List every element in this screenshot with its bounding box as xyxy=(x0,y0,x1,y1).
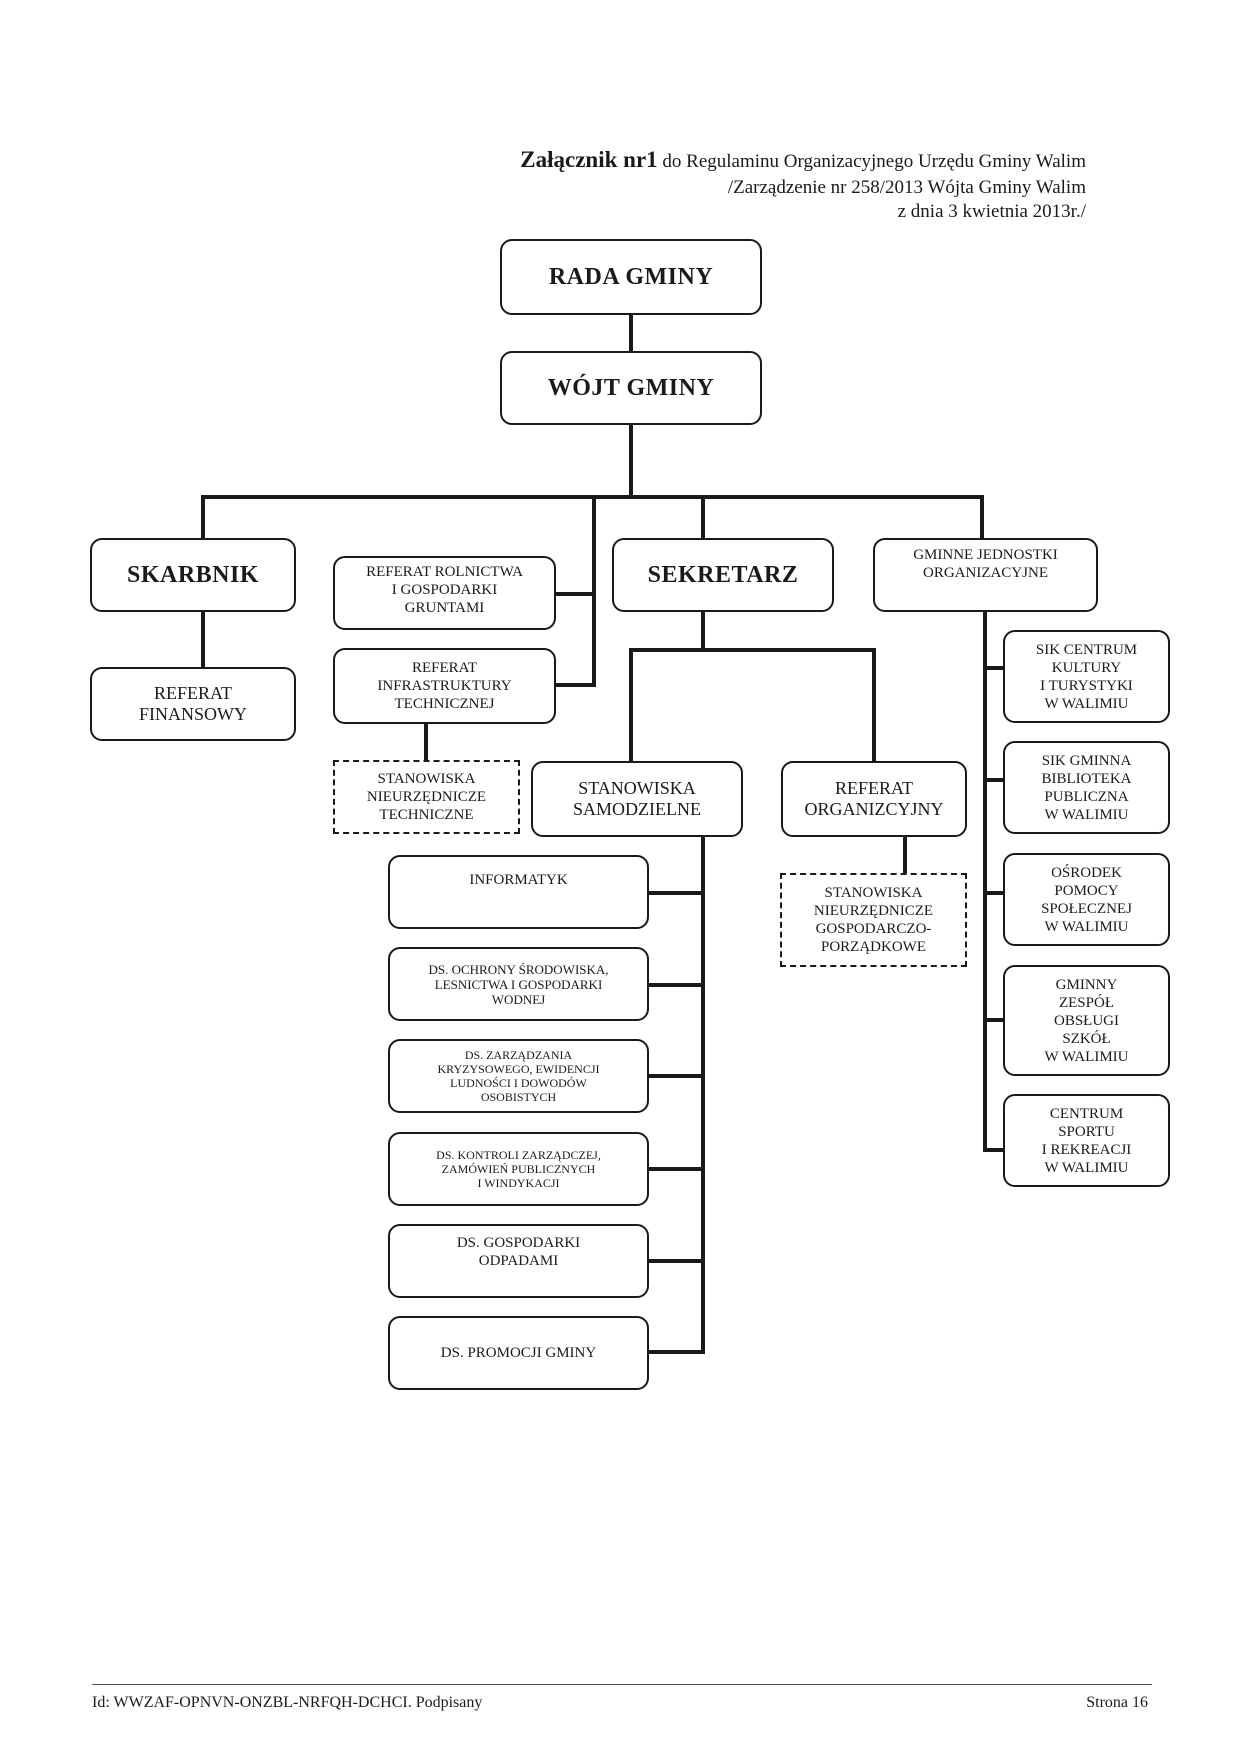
referat-infrastruktury-box: REFERAT INFRASTRUKTURY TECHNICZNEJ xyxy=(333,648,556,724)
regulation-reference: /Zarządzenie nr 258/2013 Wójta Gminy Wal… xyxy=(727,177,1086,198)
attachment-title: Załącznik nr1 do Regulaminu Organizacyjn… xyxy=(520,148,1086,174)
list-item-centrum-kultury: SIK CENTRUM KULTURY I TURYSTYKI W WALIMI… xyxy=(1003,630,1170,723)
stanowiska-techniczne-box: STANOWISKA NIEURZĘDNICZE TECHNICZNE xyxy=(333,760,520,834)
list-item-informatyk: INFORMATYK xyxy=(388,855,649,929)
sekretarz-box: SEKRETARZ xyxy=(612,538,834,612)
list-item-zarzadzanie-kryzysowe: DS. ZARZĄDZANIA KRYZYSOWEGO, EWIDENCJI L… xyxy=(388,1039,649,1113)
referat-finansowy-box: REFERAT FINANSOWY xyxy=(90,667,296,741)
skarbnik-box: SKARBNIK xyxy=(90,538,296,612)
list-item-promocja-gminy: DS. PROMOCJI GMINY xyxy=(388,1316,649,1390)
list-item-zespol-szkol: GMINNY ZESPÓŁ OBSŁUGI SZKÓŁ W WALIMIU xyxy=(1003,965,1170,1076)
footer-divider xyxy=(92,1684,1152,1685)
attachment-title-rest: do Regulaminu Organizacyjnego Urzędu Gmi… xyxy=(657,151,1086,172)
wojt-gminy-box: WÓJT GMINY xyxy=(500,351,762,425)
page-number: Strona 16 xyxy=(1086,1694,1148,1711)
document-id: Id: WWZAF-OPNVN-ONZBL-NRFQH-DCHCI. Podpi… xyxy=(92,1694,483,1711)
regulation-date: z dnia 3 kwietnia 2013r./ xyxy=(897,201,1086,222)
stanowiska-gospodarcze-box: STANOWISKA NIEURZĘDNICZE GOSPODARCZO- PO… xyxy=(780,873,967,967)
attachment-title-bold: Załącznik nr1 xyxy=(520,147,658,172)
referat-rolnictwa-box: REFERAT ROLNICTWA I GOSPODARKI GRUNTAMI xyxy=(333,556,556,630)
stanowiska-samodzielne-box: STANOWISKA SAMODZIELNE xyxy=(531,761,743,837)
list-item-kontrola-zarzadcza: DS. KONTROLI ZARZĄDCZEJ, ZAMÓWIEŃ PUBLIC… xyxy=(388,1132,649,1206)
list-item-centrum-sportu: CENTRUM SPORTU I REKREACJI W WALIMIU xyxy=(1003,1094,1170,1187)
list-item-osrodek-pomocy: OŚRODEK POMOCY SPOŁECZNEJ W WALIMIU xyxy=(1003,853,1170,946)
list-item-biblioteka: SIK GMINNA BIBLIOTEKA PUBLICZNA W WALIMI… xyxy=(1003,741,1170,834)
referat-organizacyjny-box: REFERAT ORGANIZCYJNY xyxy=(781,761,967,837)
list-item-gospodarka-odpadami: DS. GOSPODARKI ODPADAMI xyxy=(388,1224,649,1298)
list-item-ochrona-srodowiska: DS. OCHRONY ŚRODOWISKA, LESNICTWA I GOSP… xyxy=(388,947,649,1021)
rada-gminy-box: RADA GMINY xyxy=(500,239,762,315)
gminne-jednostki-box: GMINNE JEDNOSTKI ORGANIZACYJNE xyxy=(873,538,1098,612)
